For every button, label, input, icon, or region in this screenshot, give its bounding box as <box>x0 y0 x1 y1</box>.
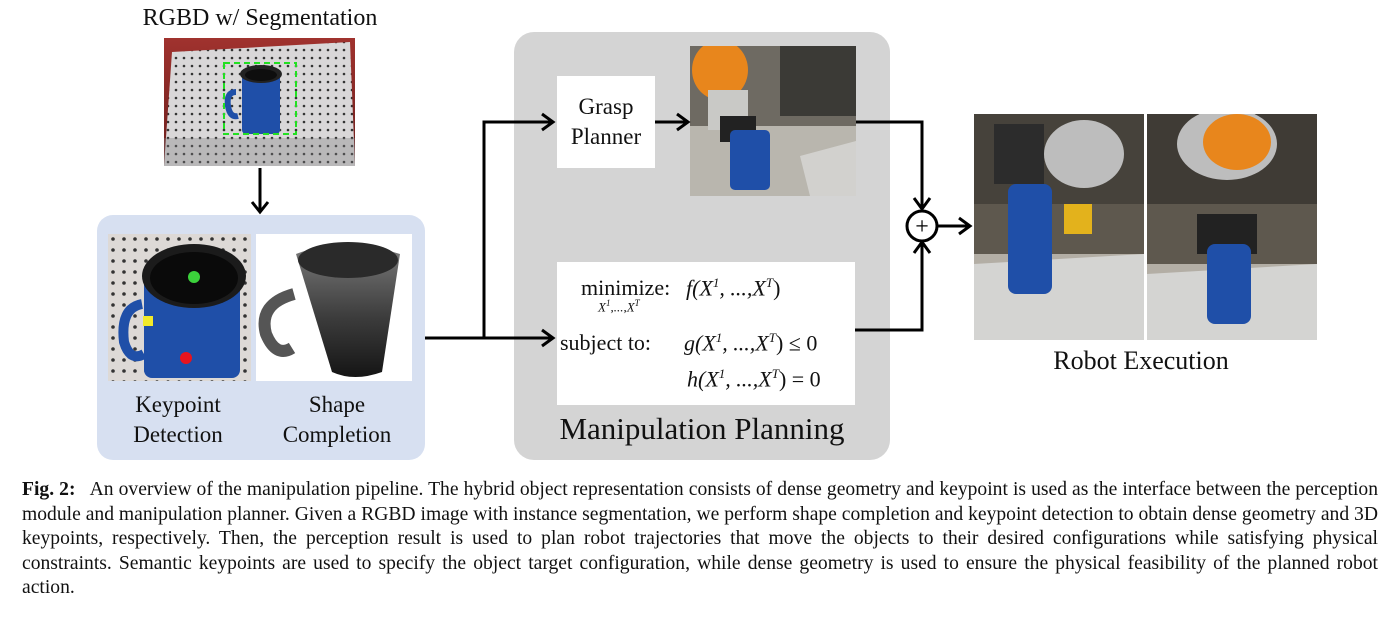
opt-eq-zero: ) = 0 <box>778 366 821 392</box>
keypoint-image <box>108 234 251 381</box>
opt-minimize: minimize: <box>581 275 671 300</box>
grasp-planner-box: Grasp Planner <box>557 76 655 168</box>
pipeline-arrows: + <box>425 112 973 348</box>
manipulation-planning-label: Manipulation Planning <box>559 411 845 446</box>
opt-h-expr: h(X <box>687 366 719 392</box>
robot-execution-label: Robot Execution <box>1053 346 1229 375</box>
grasp-line2: Planner <box>570 124 642 149</box>
keypoint-label-line1: Keypoint <box>135 392 221 417</box>
arrow-head-execution <box>958 216 973 236</box>
opt-h: h(X1, ...,XT) = 0 <box>687 366 821 392</box>
opt-minimize-sub-x: X <box>598 299 606 315</box>
opt-subject-to: subject to: <box>560 330 652 355</box>
figure-caption: Fig. 2: An overview of the manipulation … <box>22 478 1378 601</box>
opt-le-zero: ) ≤ 0 <box>775 330 818 356</box>
rgbd-image <box>164 38 355 166</box>
arrow-head-grasp-image <box>676 112 691 132</box>
rgbd-label: RGBD w/ Segmentation <box>142 5 378 31</box>
down-arrow <box>250 168 270 215</box>
grasp-image <box>690 46 856 196</box>
caption-text: An overview of the manipulation pipeline… <box>22 479 1379 598</box>
opt-g: g(X1, ...,XT) ≤ 0 <box>684 330 818 356</box>
opt-g-expr: g(X <box>684 330 716 356</box>
arrow-grasp-image-to-plus <box>856 120 924 207</box>
arrow-to-grasp-planner <box>482 120 552 338</box>
arrow-head-opt <box>541 328 556 348</box>
plus-symbol: + <box>915 214 929 240</box>
opt-f-expr: f(X <box>686 275 713 301</box>
opt-f: f(X1, ...,XT) <box>686 275 781 301</box>
caption-label: Fig. 2: <box>22 479 76 500</box>
arrow-opt-to-plus <box>855 244 924 332</box>
arrow-head-grasp <box>541 112 556 132</box>
robot-execution-image-1 <box>974 114 1144 340</box>
shape-completion-image <box>256 234 412 381</box>
optimization-box <box>557 262 855 405</box>
shape-label-line1: Shape <box>308 392 366 417</box>
robot-execution-image-2 <box>1147 114 1317 340</box>
keypoint-label-line2: Detection <box>133 422 223 447</box>
grasp-line1: Grasp <box>578 94 634 119</box>
arrow-head-plus-top <box>912 197 932 212</box>
shape-label-line2: Completion <box>282 422 392 447</box>
opt-minimize-sub: X1,...,XT <box>598 298 640 315</box>
plus-circle <box>905 209 939 243</box>
